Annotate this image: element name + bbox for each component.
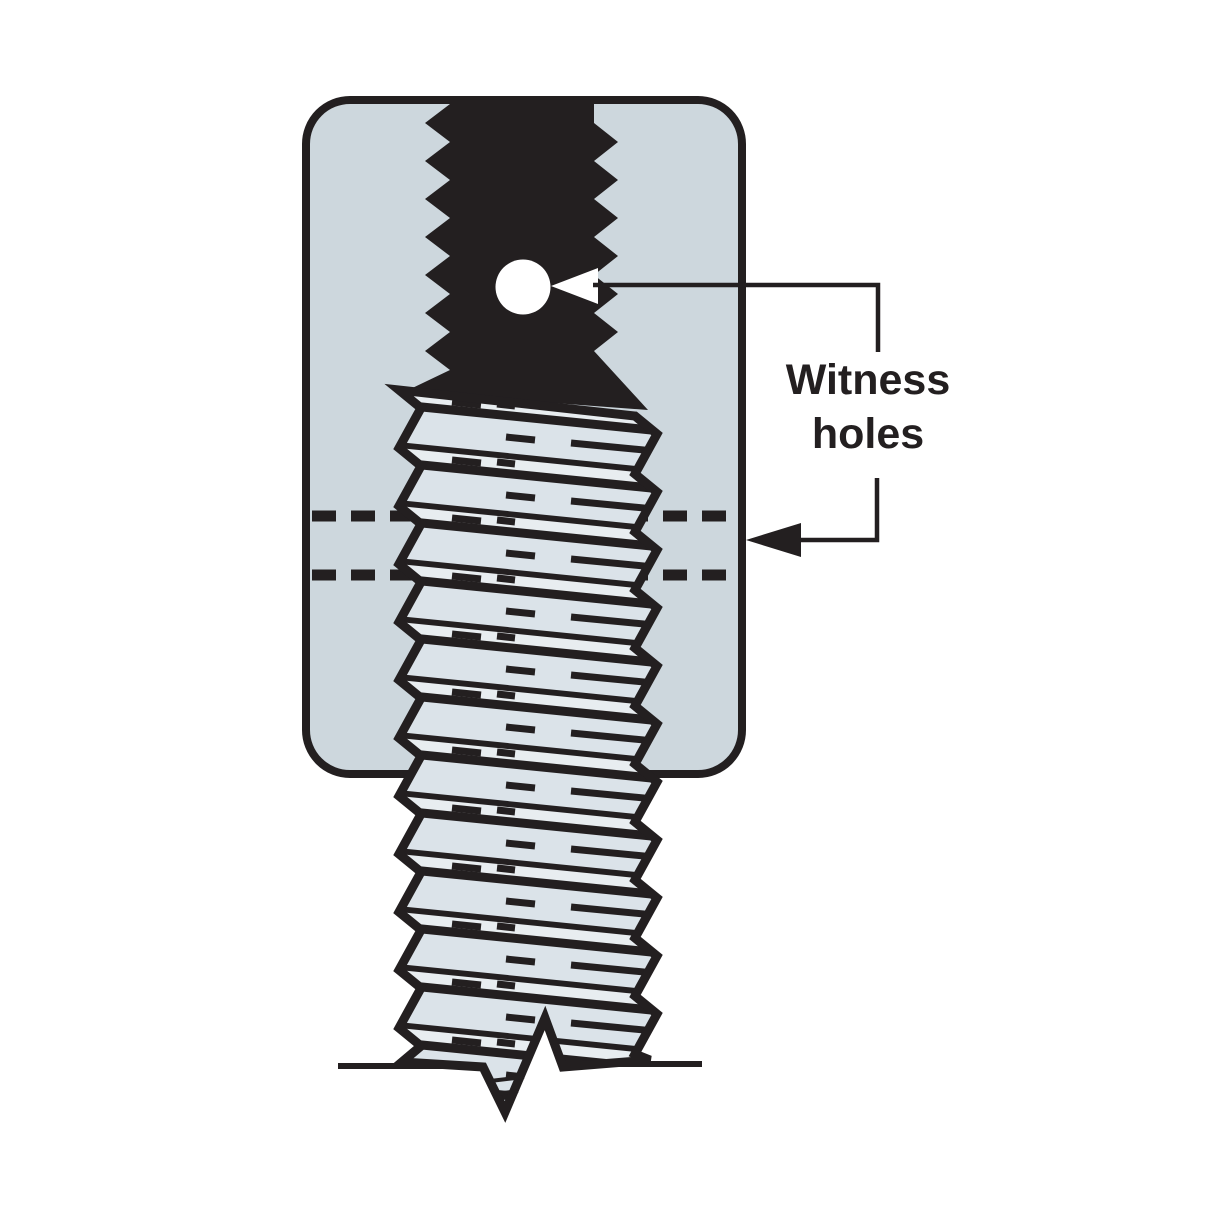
top-witness-hole (495, 259, 551, 315)
witness-holes-label: Witness holes (786, 356, 950, 458)
label-line-1: Witness (786, 356, 950, 404)
label-line-2: holes (812, 410, 924, 458)
leader-line-bottom (799, 478, 880, 543)
break-line (338, 1061, 702, 1096)
leader-line-top (593, 282, 881, 352)
internal-thread-cross-section (404, 104, 648, 410)
arrowhead-icon (746, 523, 801, 557)
threaded-rod (393, 390, 661, 1112)
witness-hole-pointer-icon (551, 268, 598, 304)
